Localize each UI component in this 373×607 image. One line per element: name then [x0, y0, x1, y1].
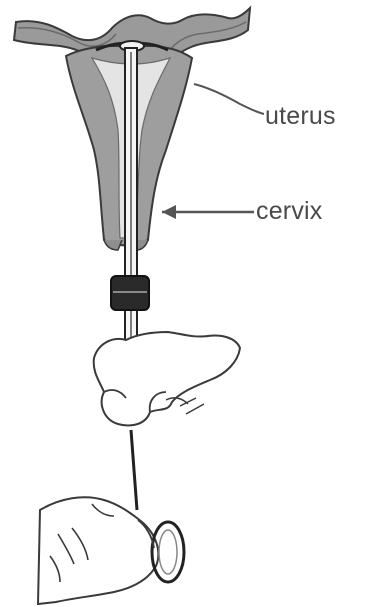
plunger-rod: [131, 430, 137, 510]
hand: [94, 332, 240, 426]
uterus-label: uterus: [265, 104, 336, 129]
lower-hand: [38, 497, 158, 604]
cervix-label: cervix: [256, 199, 322, 224]
uterus-pointer-line: [194, 84, 264, 114]
